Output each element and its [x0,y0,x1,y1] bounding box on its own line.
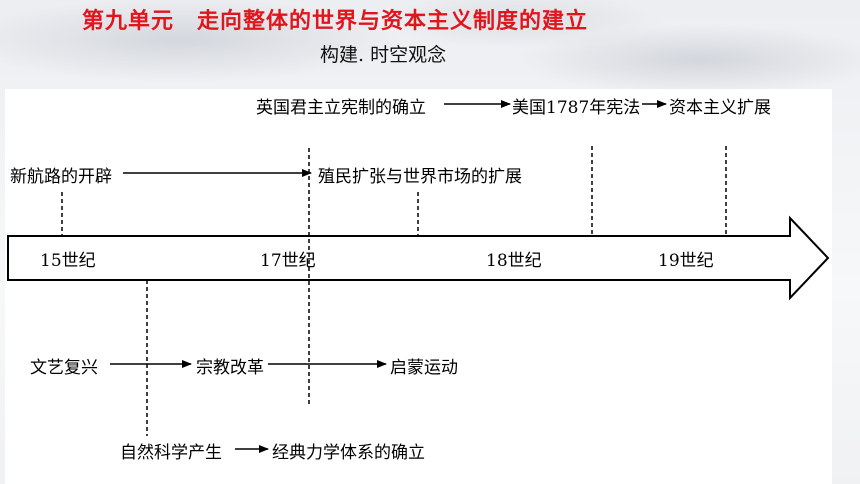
century-label-15: 15世纪 [40,251,96,271]
event-uk-constitutional-monarchy: 英国君主立宪制的确立 [256,98,426,118]
event-natural-science: 自然科学产生 [120,443,222,463]
event-reformation: 宗教改革 [196,358,264,378]
unit-title: 第九单元 走向整体的世界与资本主义制度的建立 [82,8,589,34]
event-enlightenment: 启蒙运动 [390,358,458,378]
event-colonial-expansion: 殖民扩张与世界市场的扩展 [318,167,522,187]
timeline-panel [5,89,832,484]
century-label-19: 19世纪 [658,251,714,271]
century-label-18: 18世纪 [486,251,542,271]
section-subtitle: 构建. 时空观念 [320,44,447,66]
event-new-sea-routes: 新航路的开辟 [10,167,112,187]
event-renaissance: 文艺复兴 [30,358,98,378]
century-label-17: 17世纪 [260,251,316,271]
event-us-constitution-1787: 美国1787年宪法 [512,98,641,118]
event-capitalism-expansion: 资本主义扩展 [669,98,771,118]
event-classical-mechanics: 经典力学体系的确立 [272,443,425,463]
timeline-arrow [7,215,830,301]
